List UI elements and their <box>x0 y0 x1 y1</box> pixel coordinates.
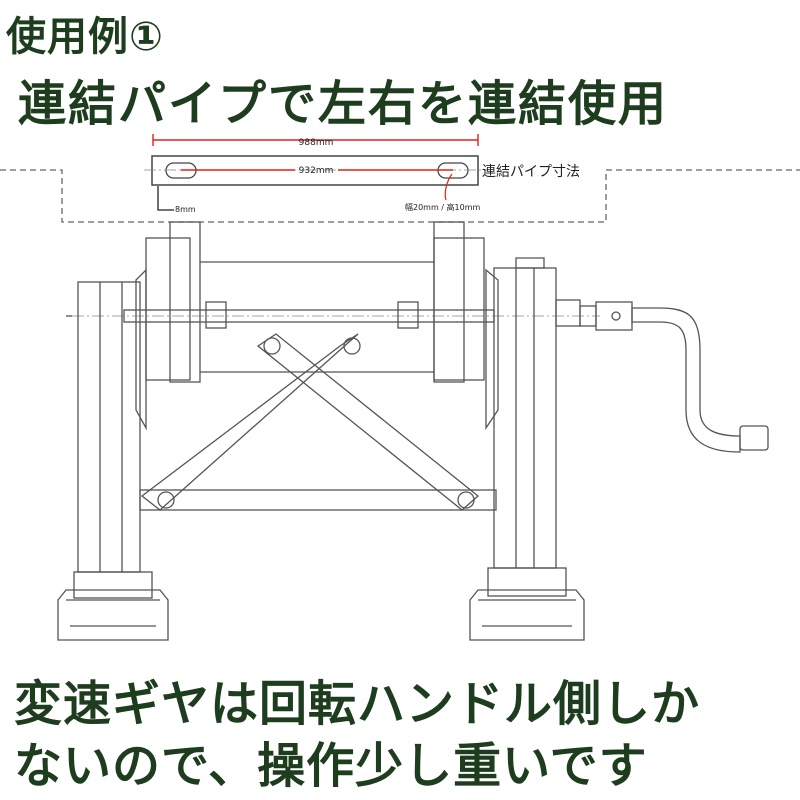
page-subtitle: 連結パイプで左右を連結使用 <box>18 76 669 132</box>
crank-yoke <box>595 301 633 331</box>
crank-grip <box>739 425 769 451</box>
pipe-dimension-label: 連結パイプ寸法 <box>482 164 580 180</box>
offset-label: 8mm <box>175 205 196 214</box>
side-plate-right <box>485 268 499 431</box>
jack-right-base-block <box>487 567 567 597</box>
side-plate-left <box>135 268 147 431</box>
jack-right-body <box>493 267 557 569</box>
bottom-beam <box>139 489 497 511</box>
connecting-pipe-plate <box>151 155 479 186</box>
slot-size-label: 幅20mm / 高10mm <box>405 202 481 212</box>
reel-flange-right <box>433 237 485 381</box>
jack-right-cap <box>515 257 545 269</box>
dim-inner-label: 932mm <box>299 166 334 176</box>
crank-arm <box>631 307 741 453</box>
pin-top-left <box>263 337 281 355</box>
load-outline <box>0 169 800 223</box>
beam-clamp-right <box>397 301 419 329</box>
dimension-988 <box>152 134 479 146</box>
reel-flange-right-inner <box>433 221 465 383</box>
offset-indicator <box>157 186 174 211</box>
pin-bottom-right <box>457 491 475 509</box>
jack-left-base-block <box>73 571 153 599</box>
jack-right-gearbox <box>555 299 581 327</box>
slot-leader <box>444 173 453 201</box>
brace-right <box>140 333 359 511</box>
jack-right-foot <box>469 589 585 641</box>
reel-flange-left-inner <box>169 221 201 383</box>
pin-bottom-left <box>157 491 175 509</box>
caption-line-1: 変速ギヤは回転ハンドル側しか <box>14 676 701 732</box>
caption-line-2: ないので、操作少し重いです <box>14 738 648 794</box>
pin-top-right <box>343 337 361 355</box>
beam-clamp-left <box>205 301 227 329</box>
jack-left-foot <box>57 589 169 641</box>
dim-outer-label: 988mm <box>299 138 334 148</box>
page-title: 使用例① <box>6 14 164 60</box>
jack-left-body <box>77 281 141 573</box>
reel-flange-left <box>145 237 191 381</box>
brace-left <box>256 333 480 511</box>
